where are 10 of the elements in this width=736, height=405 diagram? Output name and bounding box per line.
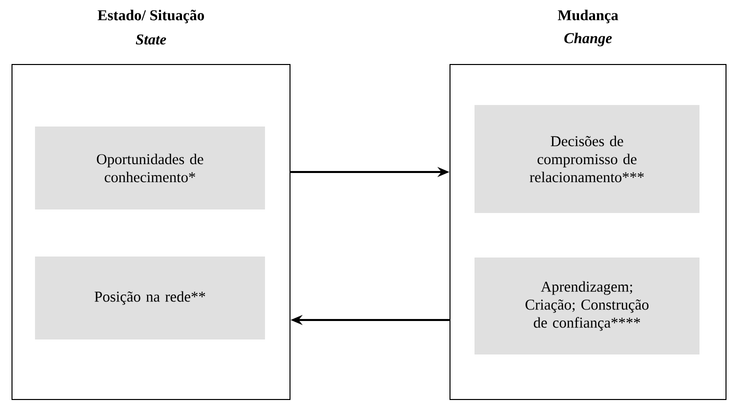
box-subheading: Change [564,32,612,46]
text-box: Aprendizagem; Criação; Construção de confiança**** [474,258,700,354]
text-box: Posição na rede** [35,256,265,340]
box-heading: Mudança [558,10,618,24]
box-heading: Estado/ Situação [98,10,204,24]
group-box [450,10,726,400]
text-box: Decisões de compromisso de relacionamento*** [474,105,700,213]
text-box: Oportunidades de conhecimento* [35,126,265,210]
box-subheading: State [136,34,166,45]
group-box [12,10,290,400]
